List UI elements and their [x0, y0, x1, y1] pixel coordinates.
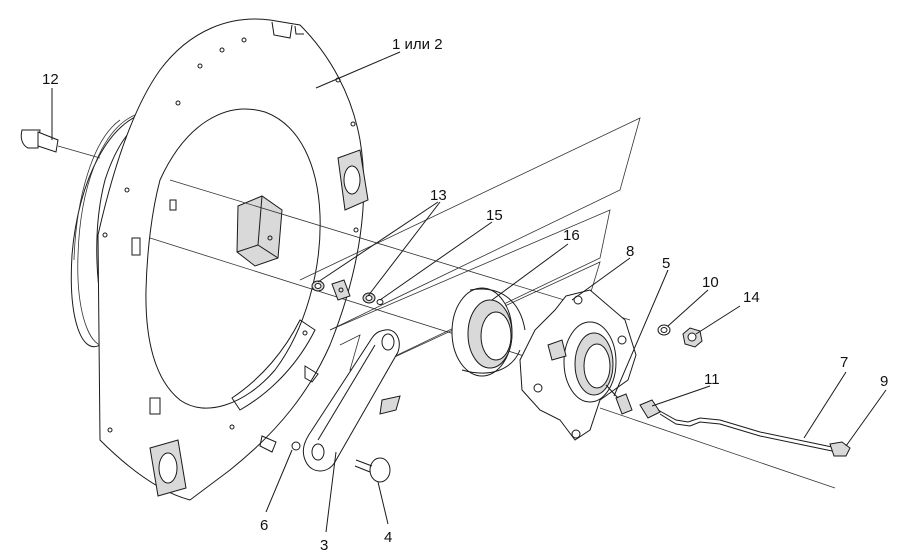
- label-part-16: 16: [563, 227, 580, 244]
- pin-4: [354, 457, 391, 483]
- label-part-3: 3: [320, 537, 328, 554]
- release-bearing-16: [451, 287, 526, 377]
- label-part-15: 15: [486, 207, 503, 224]
- label-part-11: 11: [704, 371, 720, 388]
- label-part-9: 9: [880, 373, 888, 390]
- label-part-10: 10: [702, 274, 719, 291]
- label-part-5: 5: [662, 255, 670, 272]
- grease-fitting-5: [605, 384, 633, 415]
- label-part-14: 14: [743, 289, 760, 306]
- washer-6: [291, 441, 301, 451]
- clutch-housing: [70, 18, 369, 501]
- release-fork-3: [302, 329, 401, 472]
- fasteners-13-15: [311, 279, 384, 305]
- connector-11: [639, 399, 661, 419]
- grease-nipple-9: [829, 441, 851, 457]
- label-part-13: 13: [430, 187, 447, 204]
- label-part-7: 7: [840, 354, 848, 371]
- label-part-1-or-2: 1 или 2: [392, 36, 443, 53]
- bearing-housing-8: [519, 289, 637, 441]
- grease-tube-7: [657, 409, 833, 452]
- label-part-12: 12: [42, 71, 59, 88]
- nut-14: [682, 327, 703, 348]
- label-part-6: 6: [260, 517, 268, 534]
- label-part-4: 4: [384, 529, 392, 546]
- washer-10: [657, 324, 671, 336]
- label-part-8: 8: [626, 243, 634, 260]
- bolt-12: [20, 129, 101, 159]
- leader-lines: [51, 51, 887, 533]
